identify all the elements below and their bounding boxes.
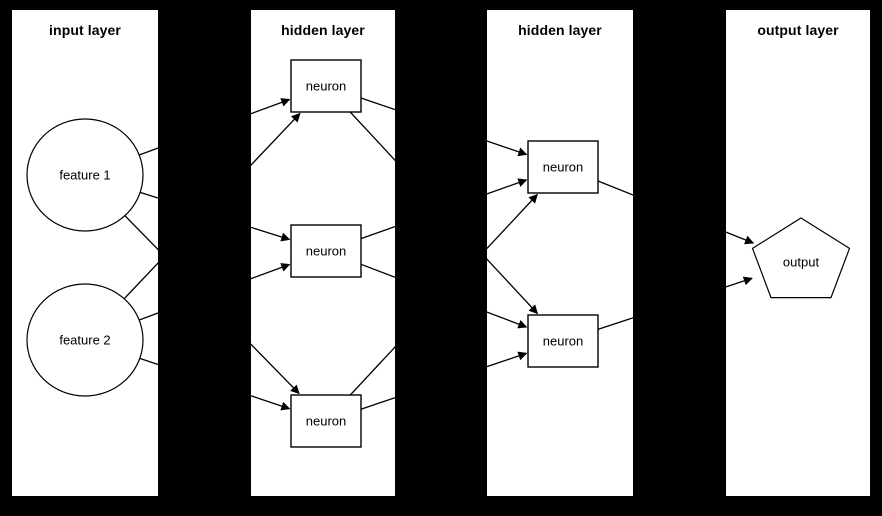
edge-h2-n2-to-out-1 [597,276,753,331]
node-feature-2[interactable] [26,283,144,397]
edge-feature-1-to-h1-n1 [138,98,291,156]
edge-h1-n3-to-h2-n2 [360,351,528,410]
edge-feature-2-to-h1-n3 [139,357,291,411]
edge-feature-2-to-h1-n1 [123,112,301,300]
panel-title-hidden-layer-2: hidden layer [518,22,602,38]
edge-feature-1-to-h1-n3 [124,215,300,395]
edge-h1-n1-to-h2-n1 [360,97,528,157]
edge-h1-n2-to-h2-n1 [360,178,528,240]
panel-hidden-layer-2: hidden layer [487,10,633,496]
edge-h2-n1-to-out-1 [597,180,755,245]
node-h2-n2[interactable] [527,314,599,368]
panel-input-layer: input layer [12,10,158,496]
edge-layer [123,97,755,411]
edge-h1-n3-to-h2-n1 [349,193,538,396]
node-h1-n2[interactable] [290,224,362,278]
edge-feature-1-to-h1-n2 [139,191,291,242]
panel-title-hidden-layer-1: hidden layer [281,22,365,38]
edge-h1-n1-to-h2-n2 [349,111,539,315]
node-shape-layer [26,59,851,448]
panel-title-input-layer: input layer [49,22,121,38]
node-h1-n1[interactable] [290,59,362,113]
edge-feature-2-to-h1-n2 [138,263,291,321]
panel-title-output-layer: output layer [757,22,839,38]
node-out-1[interactable] [751,217,851,299]
node-h1-n3[interactable] [290,394,362,448]
node-feature-1[interactable] [26,118,144,232]
node-h2-n1[interactable] [527,140,599,194]
